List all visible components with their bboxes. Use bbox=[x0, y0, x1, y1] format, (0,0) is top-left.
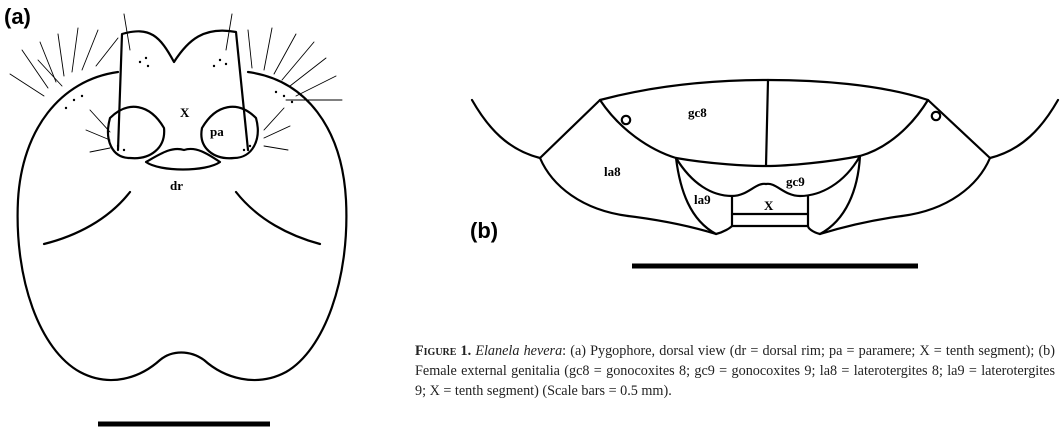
outer-left-wing bbox=[472, 100, 628, 216]
paramere-left bbox=[108, 107, 164, 158]
panel-b-labels: gc8 la8 la9 gc9 X bbox=[604, 105, 805, 213]
figure-label: Figure 1. bbox=[415, 343, 471, 359]
species-name: Elanela hevera bbox=[475, 343, 562, 359]
panel-b-female-genitalia bbox=[472, 80, 1058, 266]
label-la9: la9 bbox=[694, 192, 711, 207]
spiracle-left bbox=[622, 116, 630, 124]
lower-gc8 bbox=[600, 100, 928, 166]
upper-border bbox=[540, 80, 990, 158]
punctures bbox=[65, 57, 293, 151]
label-dr: dr bbox=[170, 178, 183, 193]
tenth-segment bbox=[118, 31, 248, 150]
outer-right-wing bbox=[902, 100, 1058, 216]
inner-curve-left bbox=[44, 192, 130, 244]
figure-caption: Figure 1. Elanela hevera: (a) Pygophore,… bbox=[415, 341, 1055, 401]
inner-curve-right bbox=[236, 192, 320, 244]
label-la8: la8 bbox=[604, 164, 621, 179]
spiracle-right bbox=[932, 112, 940, 120]
bristles bbox=[10, 14, 342, 152]
label-x-b: X bbox=[764, 198, 774, 213]
label-x-a: X bbox=[180, 105, 190, 120]
panel-a-pygophore bbox=[10, 14, 346, 424]
center-split bbox=[766, 80, 768, 166]
label-gc9: gc9 bbox=[786, 174, 805, 189]
label-gc8: gc8 bbox=[688, 105, 707, 120]
label-pa: pa bbox=[210, 124, 224, 139]
